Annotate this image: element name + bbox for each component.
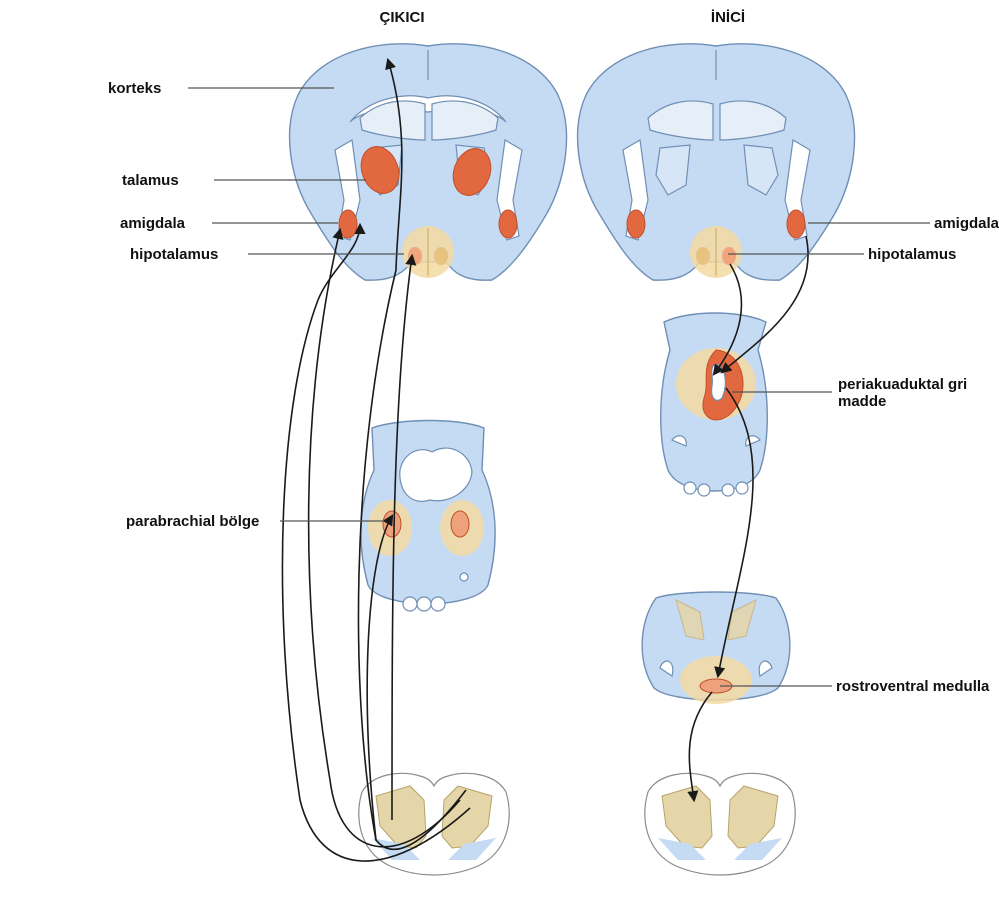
label-amigdala-left: amigdala — [120, 215, 186, 232]
rvm-section — [642, 592, 790, 704]
label-pag-line2: madde — [838, 393, 886, 410]
label-korteks: korteks — [108, 80, 161, 97]
left-brain-section — [290, 44, 567, 280]
parabrachial-section — [361, 421, 495, 612]
title-descending: İNİCİ — [711, 9, 745, 26]
label-hipotalamus-right: hipotalamus — [868, 246, 956, 263]
label-hipotalamus-left: hipotalamus — [130, 246, 218, 263]
label-rvm: rostroventral medulla — [836, 678, 990, 695]
pag-section — [661, 313, 768, 496]
right-brain-section — [578, 44, 855, 280]
label-talamus: talamus — [122, 172, 179, 189]
label-parabrachial: parabrachial bölge — [126, 513, 259, 530]
label-pag-line1: periakuaduktal gri — [838, 376, 967, 393]
label-amigdala-right: amigdala — [934, 215, 999, 232]
title-ascending: ÇIKICI — [380, 9, 425, 26]
spinal-cord-right — [645, 773, 795, 875]
